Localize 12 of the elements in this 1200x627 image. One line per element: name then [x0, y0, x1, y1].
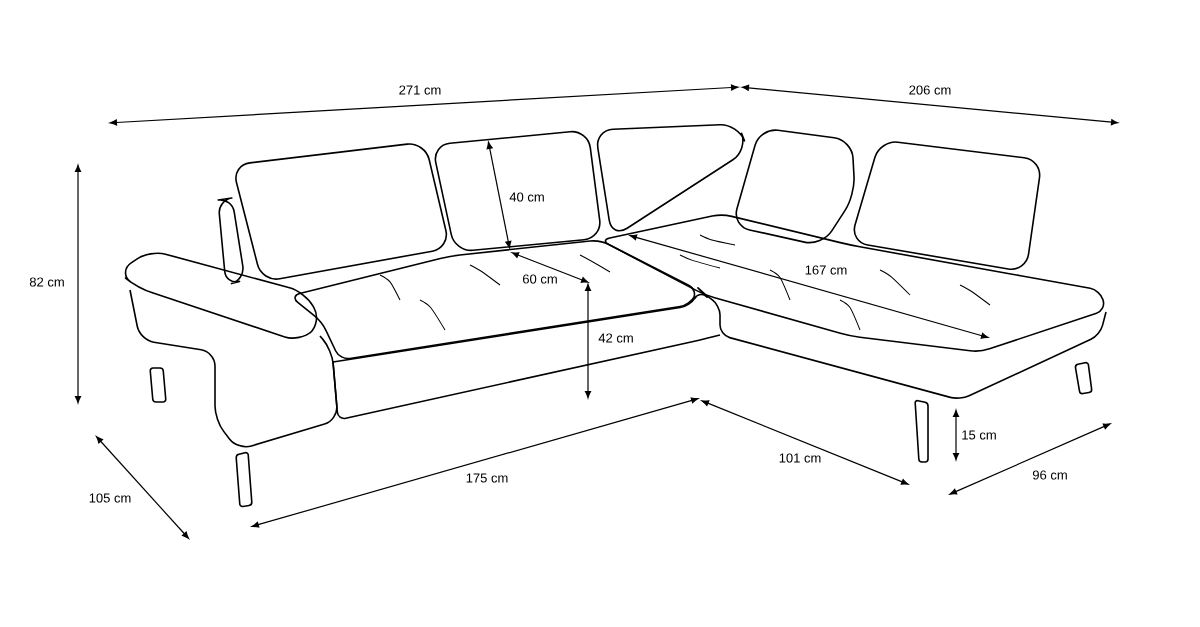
dimension-label: 15 cm — [959, 428, 999, 442]
dimension-label: 271 cm — [397, 83, 443, 97]
dimension-label: 167 cm — [803, 263, 849, 277]
dimension-label: 42 cm — [596, 331, 636, 345]
dimension-label: 206 cm — [907, 83, 953, 97]
dimension-label: 60 cm — [520, 272, 560, 286]
dimension-label: 40 cm — [507, 190, 547, 204]
dimension-label: 105 cm — [87, 491, 133, 505]
dimension-label: 101 cm — [777, 451, 823, 465]
dimension-label: 175 cm — [464, 471, 510, 485]
dimension-label: 96 cm — [1030, 468, 1070, 482]
dimension-label: 82 cm — [27, 275, 67, 289]
